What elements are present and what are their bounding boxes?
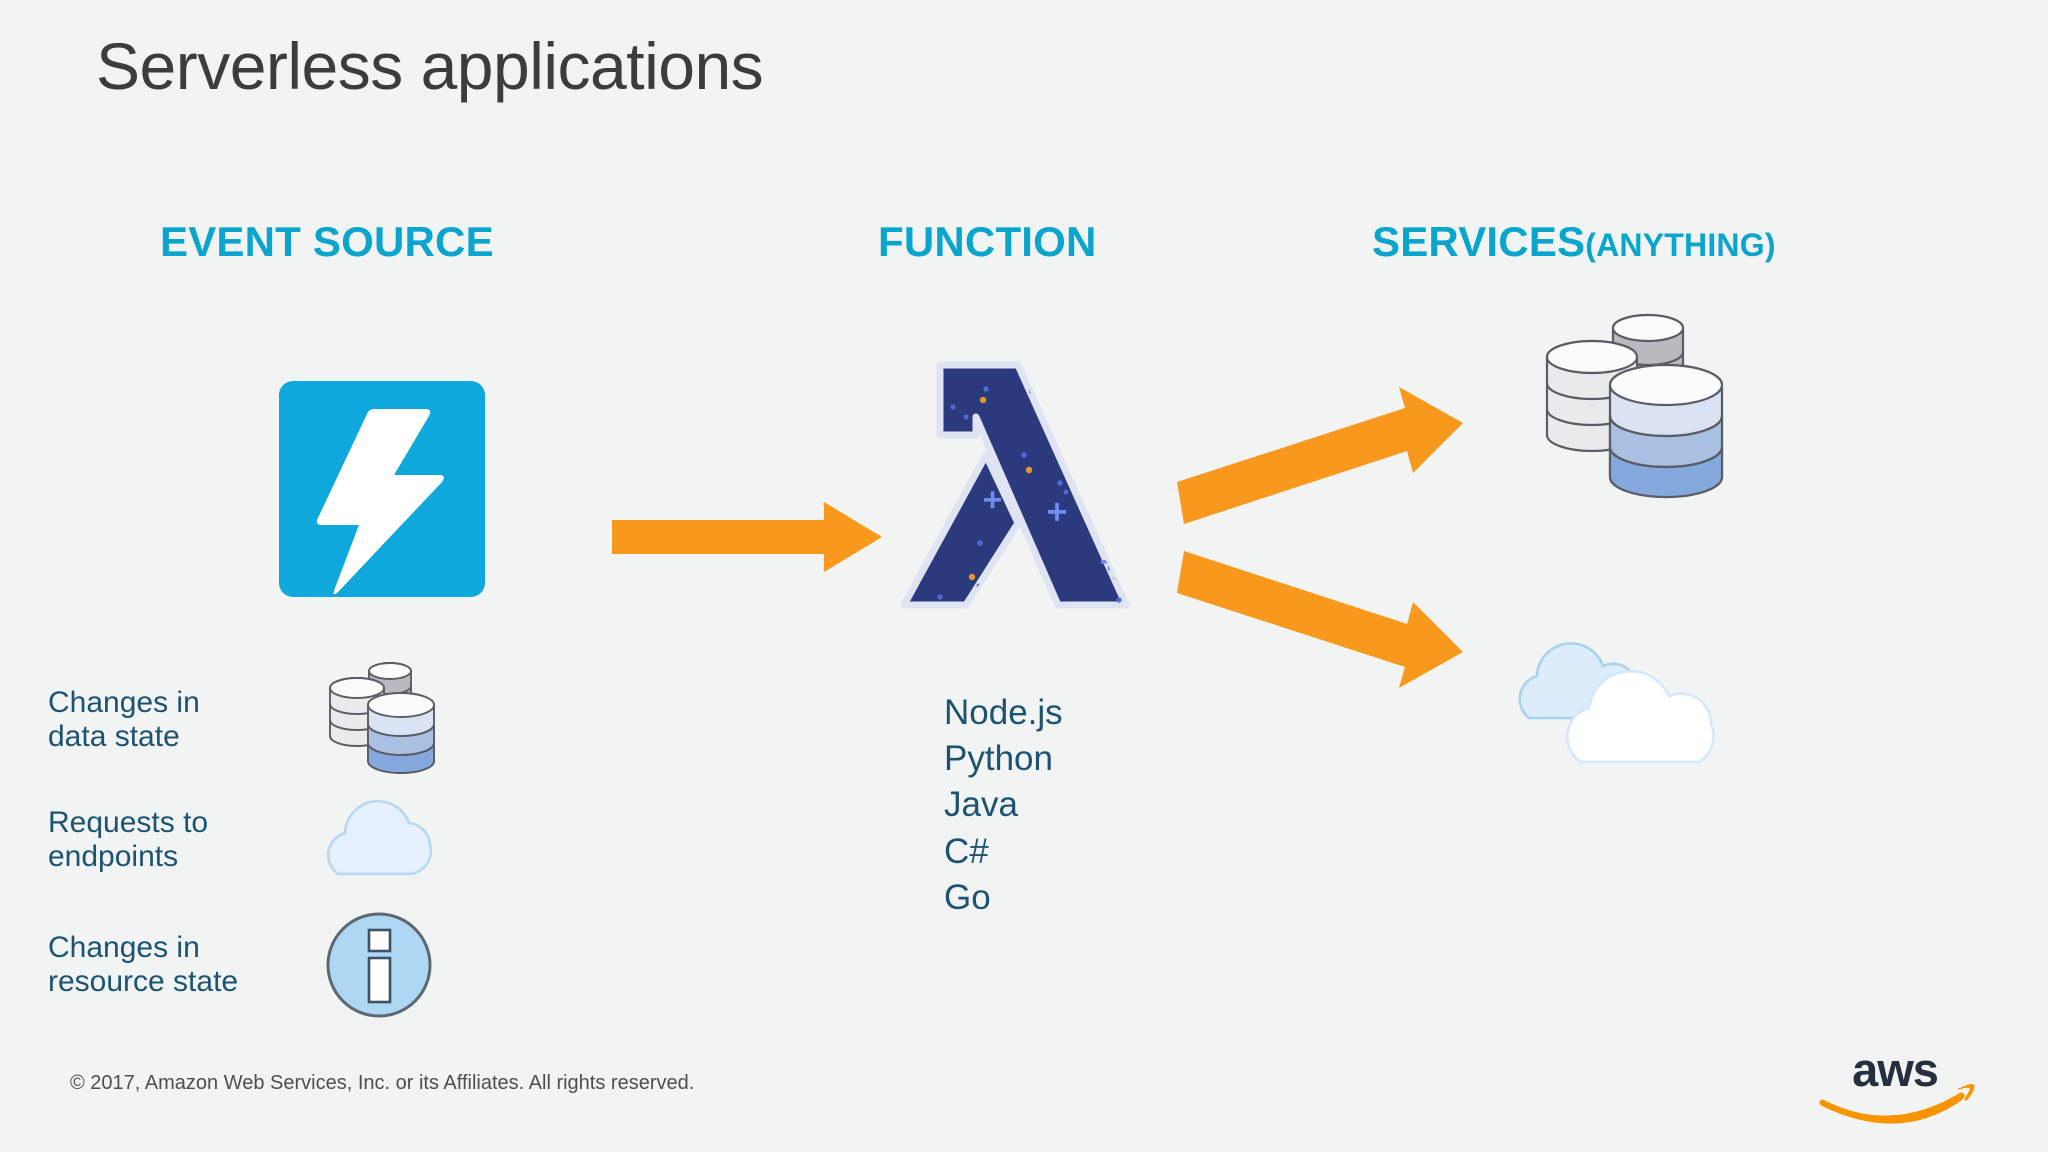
list-item-label-line2: resource state [48,965,239,998]
runtime-item: C# [944,831,989,871]
list-item-label-line2: data state [48,720,180,753]
svg-text:aws: aws [1852,1043,1938,1096]
runtime-item: Node.js [944,693,1063,732]
list-item-label: Changes in data state [48,686,316,753]
arrow-function-to-cloud-icon [1177,551,1463,688]
cloud-pair-icon [1518,642,1715,764]
list-item-label-line1: Changes in [48,686,200,720]
runtime-item: Python [944,739,1053,779]
copyright-text: © 2017, Amazon Web Services, Inc. or its… [70,1072,695,1094]
column-header-services-suffix: (ANYTHING) [1585,227,1776,263]
list-item-label-line1: Changes in [48,931,200,965]
aws-lambda-icon [900,361,1130,609]
arrow-event-to-function-icon [612,502,882,572]
page-title: Serverless applications [96,29,764,103]
lightning-bolt-icon [279,381,485,597]
list-item-label: Changes in resource state [48,931,316,998]
column-header-services-main: SERVICES [1372,218,1586,265]
list-item-changes-in-data-state: Changes in data state [48,655,446,785]
aws-logo: aws [1819,1043,1975,1124]
list-item-label-line1: Requests to [48,806,209,840]
database-stack-icon [329,662,435,774]
runtime-item: Java [944,785,1018,825]
column-header-services: SERVICES(ANYTHING) [1372,218,1776,266]
runtime-item: Go [944,877,991,917]
database-stack-icon [1545,313,1724,499]
column-header-event-source: EVENT SOURCE [160,218,494,265]
column-header-function: FUNCTION [878,218,1097,265]
list-item-label-line2: endpoints [48,840,179,873]
runtime-list: Node.js Python Java C# Go [944,690,1063,921]
list-item-changes-in-resource-state: Changes in resource state [48,905,446,1025]
cloud-icon [326,800,433,876]
list-item-label: Requests to endpoints [48,806,316,873]
arrow-function-to-database-icon [1177,387,1463,524]
info-circle-icon [326,912,432,1018]
list-item-requests-to-endpoints: Requests to endpoints [48,790,446,890]
